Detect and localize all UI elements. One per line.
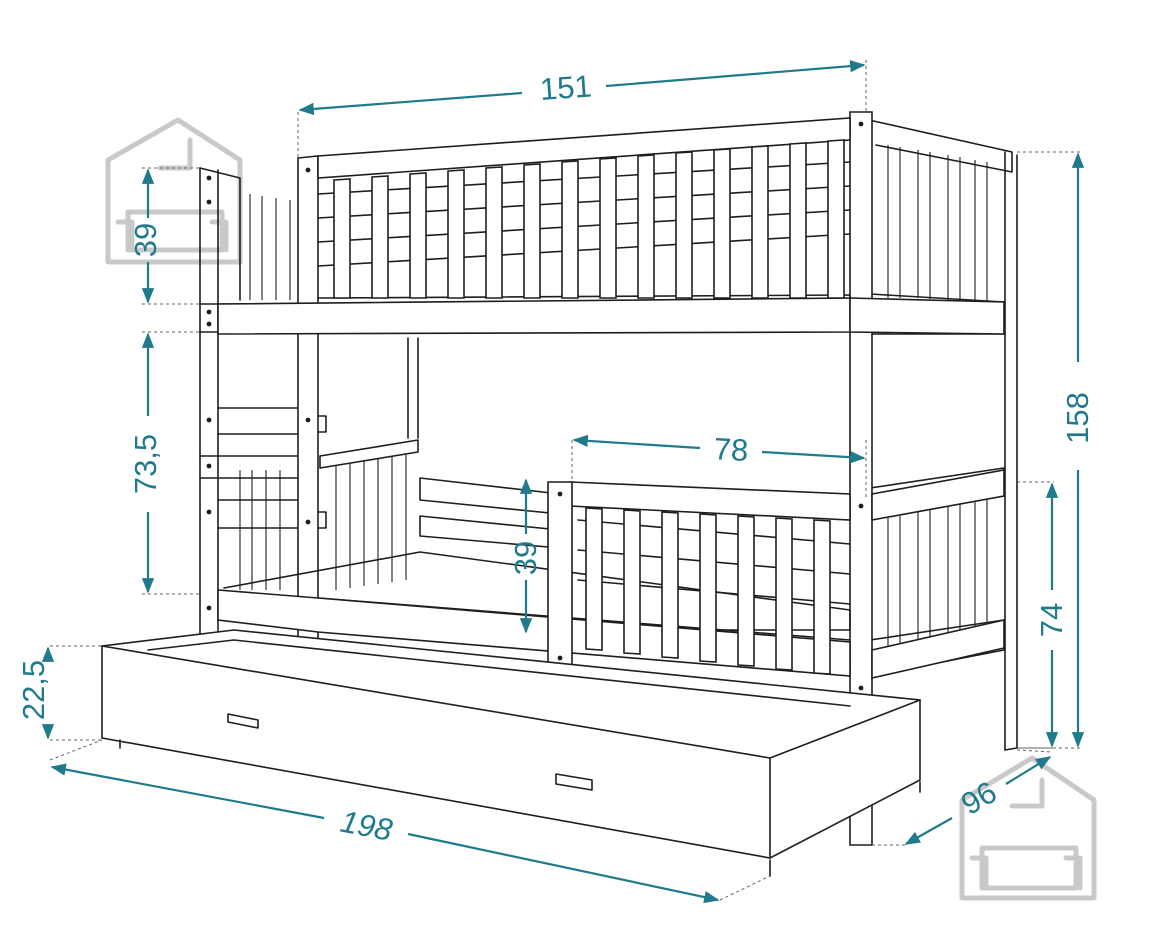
dim-total-height-label: 158 <box>1060 392 1095 444</box>
dim-lower-bed-height-label: 74 <box>1034 603 1069 637</box>
dim-width-top-label: 151 <box>539 68 593 107</box>
dim-lower-clearance-label: 73,5 <box>128 434 163 494</box>
dim-total-length-label: 198 <box>338 804 396 848</box>
lower-guard-slats <box>585 507 831 675</box>
dim-guard-length-label: 78 <box>713 431 749 468</box>
lower-bunk <box>217 439 1005 689</box>
dimension-labels: 151 39 73,5 78 39 158 74 22,5 198 96 <box>16 68 1095 848</box>
upper-guard-slats <box>333 139 845 299</box>
dim-guard-height-label: 39 <box>508 541 543 575</box>
dim-drawer-height-label: 22,5 <box>16 660 51 720</box>
extension-lines <box>49 60 1082 901</box>
bed-front-posts <box>297 111 873 846</box>
dim-ladder-rail-label: 39 <box>128 223 163 257</box>
ladder-hooks <box>317 415 327 529</box>
house-sofa-watermark-icon <box>959 755 1097 901</box>
upper-bunk <box>217 117 1005 335</box>
dimension-lines <box>41 59 1085 904</box>
bed-left-end-frame <box>199 167 301 637</box>
trundle-drawer <box>101 629 921 877</box>
